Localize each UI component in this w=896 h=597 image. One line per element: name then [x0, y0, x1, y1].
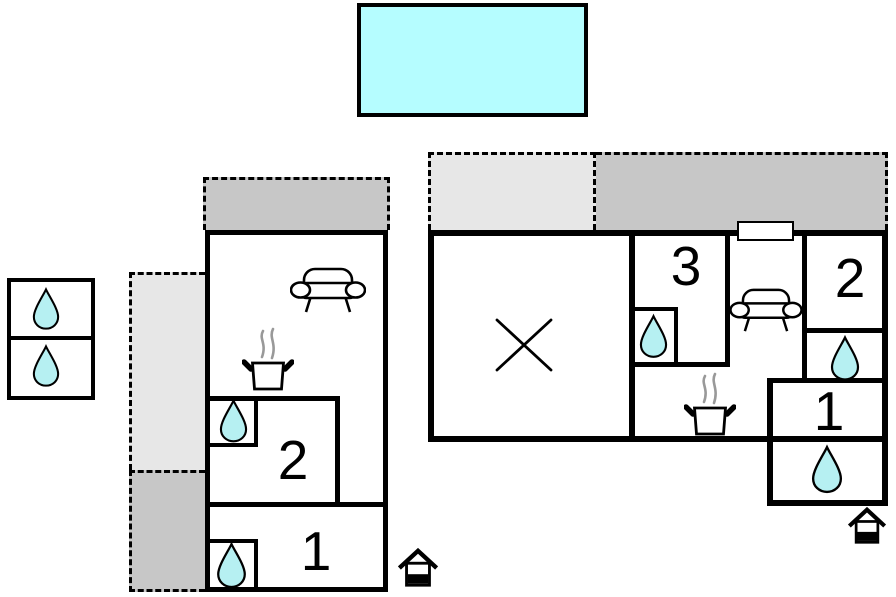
wall	[254, 539, 258, 592]
room-label-bedroom-3: 3	[670, 234, 702, 297]
terrace-left-lower	[129, 470, 205, 592]
wall	[802, 230, 807, 383]
entrance-house-icon	[846, 507, 888, 545]
wall	[767, 378, 888, 383]
wall	[205, 396, 340, 401]
wall	[802, 328, 888, 333]
door-rect	[737, 221, 794, 241]
water-drop-icon	[639, 313, 668, 360]
annex-divider-wall	[7, 336, 95, 340]
entrance-house-icon	[397, 547, 439, 589]
swimming-pool	[357, 3, 588, 117]
sofa-icon	[290, 266, 366, 316]
x-mark-icon	[494, 317, 554, 373]
water-drop-icon	[32, 287, 60, 331]
wall	[629, 362, 730, 367]
water-drop-icon	[216, 542, 247, 589]
wall	[254, 396, 258, 447]
water-drop-icon	[219, 398, 248, 444]
room-label-bedroom-1: 1	[813, 379, 845, 442]
terrace-left-upper	[129, 272, 205, 470]
stove-pot-icon	[242, 327, 294, 395]
wall	[629, 230, 635, 442]
wall	[632, 307, 678, 311]
wall	[205, 502, 388, 507]
stove-pot-icon	[684, 372, 736, 440]
wall	[205, 443, 258, 447]
wall	[205, 539, 258, 543]
sofa-icon	[728, 287, 804, 335]
terrace-right-dark	[596, 152, 888, 230]
wall	[335, 396, 340, 507]
wall	[767, 378, 773, 442]
terrace-right-light	[428, 152, 596, 230]
water-drop-icon	[811, 443, 843, 496]
room-label-bedroom-1: 1	[300, 519, 332, 582]
room-label-bedroom-2: 2	[834, 246, 866, 309]
room-label-bedroom-2: 2	[277, 428, 309, 491]
water-drop-icon	[830, 335, 860, 382]
terrace-left-top	[203, 177, 390, 230]
water-drop-icon	[32, 344, 60, 388]
wall	[674, 307, 678, 367]
wall	[725, 230, 730, 367]
